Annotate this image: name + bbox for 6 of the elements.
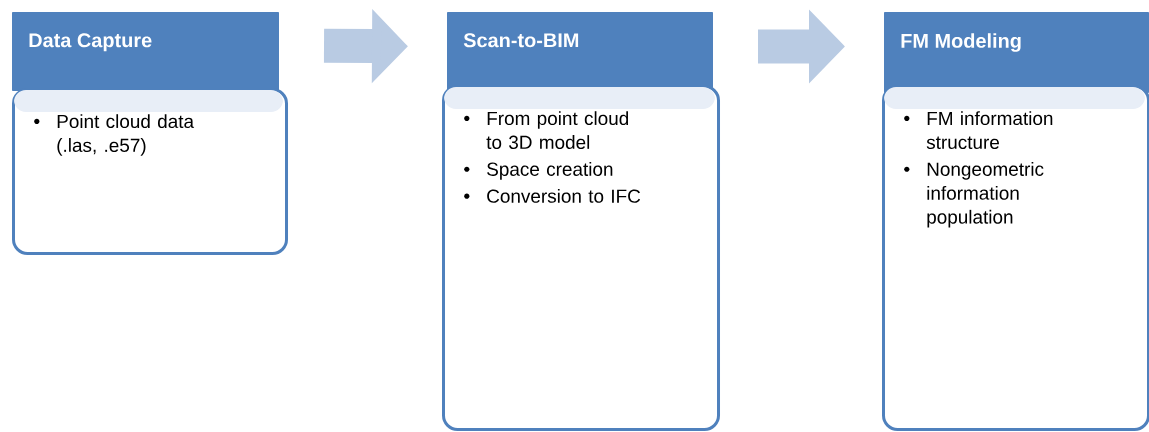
stage-header: FM Modeling bbox=[884, 12, 1149, 93]
bullet-list-box: FM information structure Nongeometric information population bbox=[882, 85, 1149, 431]
stage-header: Data Capture bbox=[12, 12, 279, 91]
stage-header: Scan-to-BIM bbox=[447, 12, 713, 93]
bullet-list-box: Point cloud data (.las, .e57) bbox=[12, 88, 288, 255]
bullet-list-box: From point cloud to 3D model Space creation Conversion to IFC bbox=[442, 85, 720, 431]
